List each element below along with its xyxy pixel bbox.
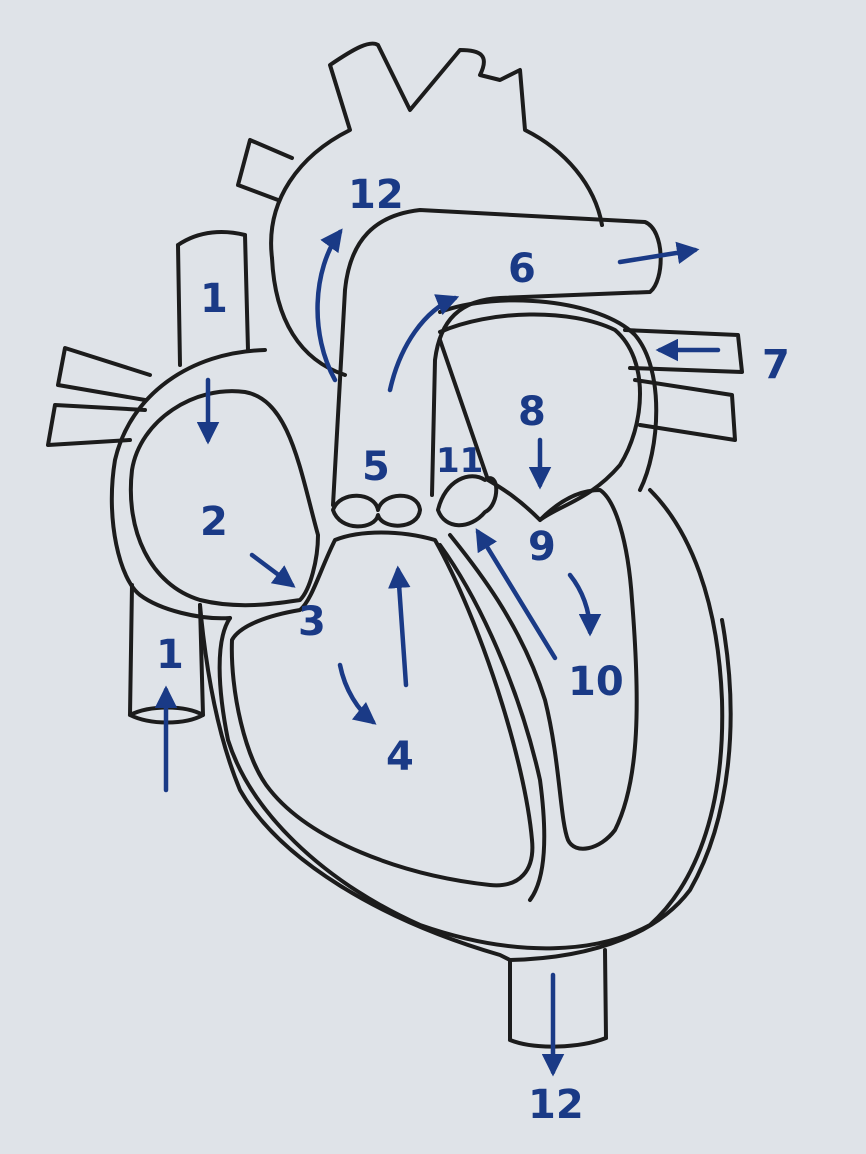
label-5: 5 [362, 444, 390, 490]
heart-outline [46, 41, 744, 1049]
label-1b: 1 [156, 632, 184, 678]
arrow-4-5 [388, 565, 411, 688]
heart-outer-wall [217, 488, 725, 951]
label-3: 3 [298, 599, 326, 645]
label-12: 12 [348, 172, 404, 218]
label-4: 4 [386, 734, 414, 780]
pulmonary-trunk [331, 208, 663, 507]
arrow-9-10 [567, 572, 602, 637]
left-atrium [438, 312, 642, 522]
label-10: 10 [568, 659, 624, 705]
label-8: 8 [518, 389, 546, 435]
label-6: 6 [508, 246, 536, 292]
right-atrium-outer [109, 348, 267, 621]
inferior-vena-cava [128, 583, 205, 725]
label-7: 7 [762, 342, 790, 388]
labels: 1 1 2 3 4 5 6 7 8 9 10 11 12 12 [156, 172, 790, 1128]
descending-aorta [508, 948, 608, 1049]
heart-outer-wall-2 [198, 603, 733, 962]
arrow-5-6 [387, 294, 460, 393]
left-ventricle [448, 488, 639, 851]
aortic-arch-inner [270, 256, 347, 377]
arrow-3-4 [337, 662, 377, 725]
arrow-2-3 [249, 552, 296, 588]
left-atrium-outer [438, 298, 659, 492]
aortic-arch [269, 41, 604, 260]
arrow-6-out [617, 241, 700, 265]
aortic-valve [436, 474, 499, 528]
right-atrium-inner [128, 389, 320, 608]
right-ventricle [229, 530, 535, 888]
superior-vena-cava [176, 230, 250, 367]
flow-arrows [154, 228, 721, 1077]
right-pulmonary-veins [46, 346, 152, 447]
arrow-10-11 [475, 528, 558, 661]
label-12b: 12 [528, 1082, 584, 1128]
arrow-to-12-top [315, 228, 343, 383]
left-pulmonary-veins [623, 328, 744, 442]
septum [438, 543, 547, 902]
brachiocephalic-branch [236, 138, 294, 202]
label-2: 2 [200, 499, 228, 545]
label-9: 9 [528, 524, 556, 570]
pulmonary-valve [331, 493, 422, 529]
label-1: 1 [200, 276, 228, 322]
label-11: 11 [436, 441, 483, 481]
